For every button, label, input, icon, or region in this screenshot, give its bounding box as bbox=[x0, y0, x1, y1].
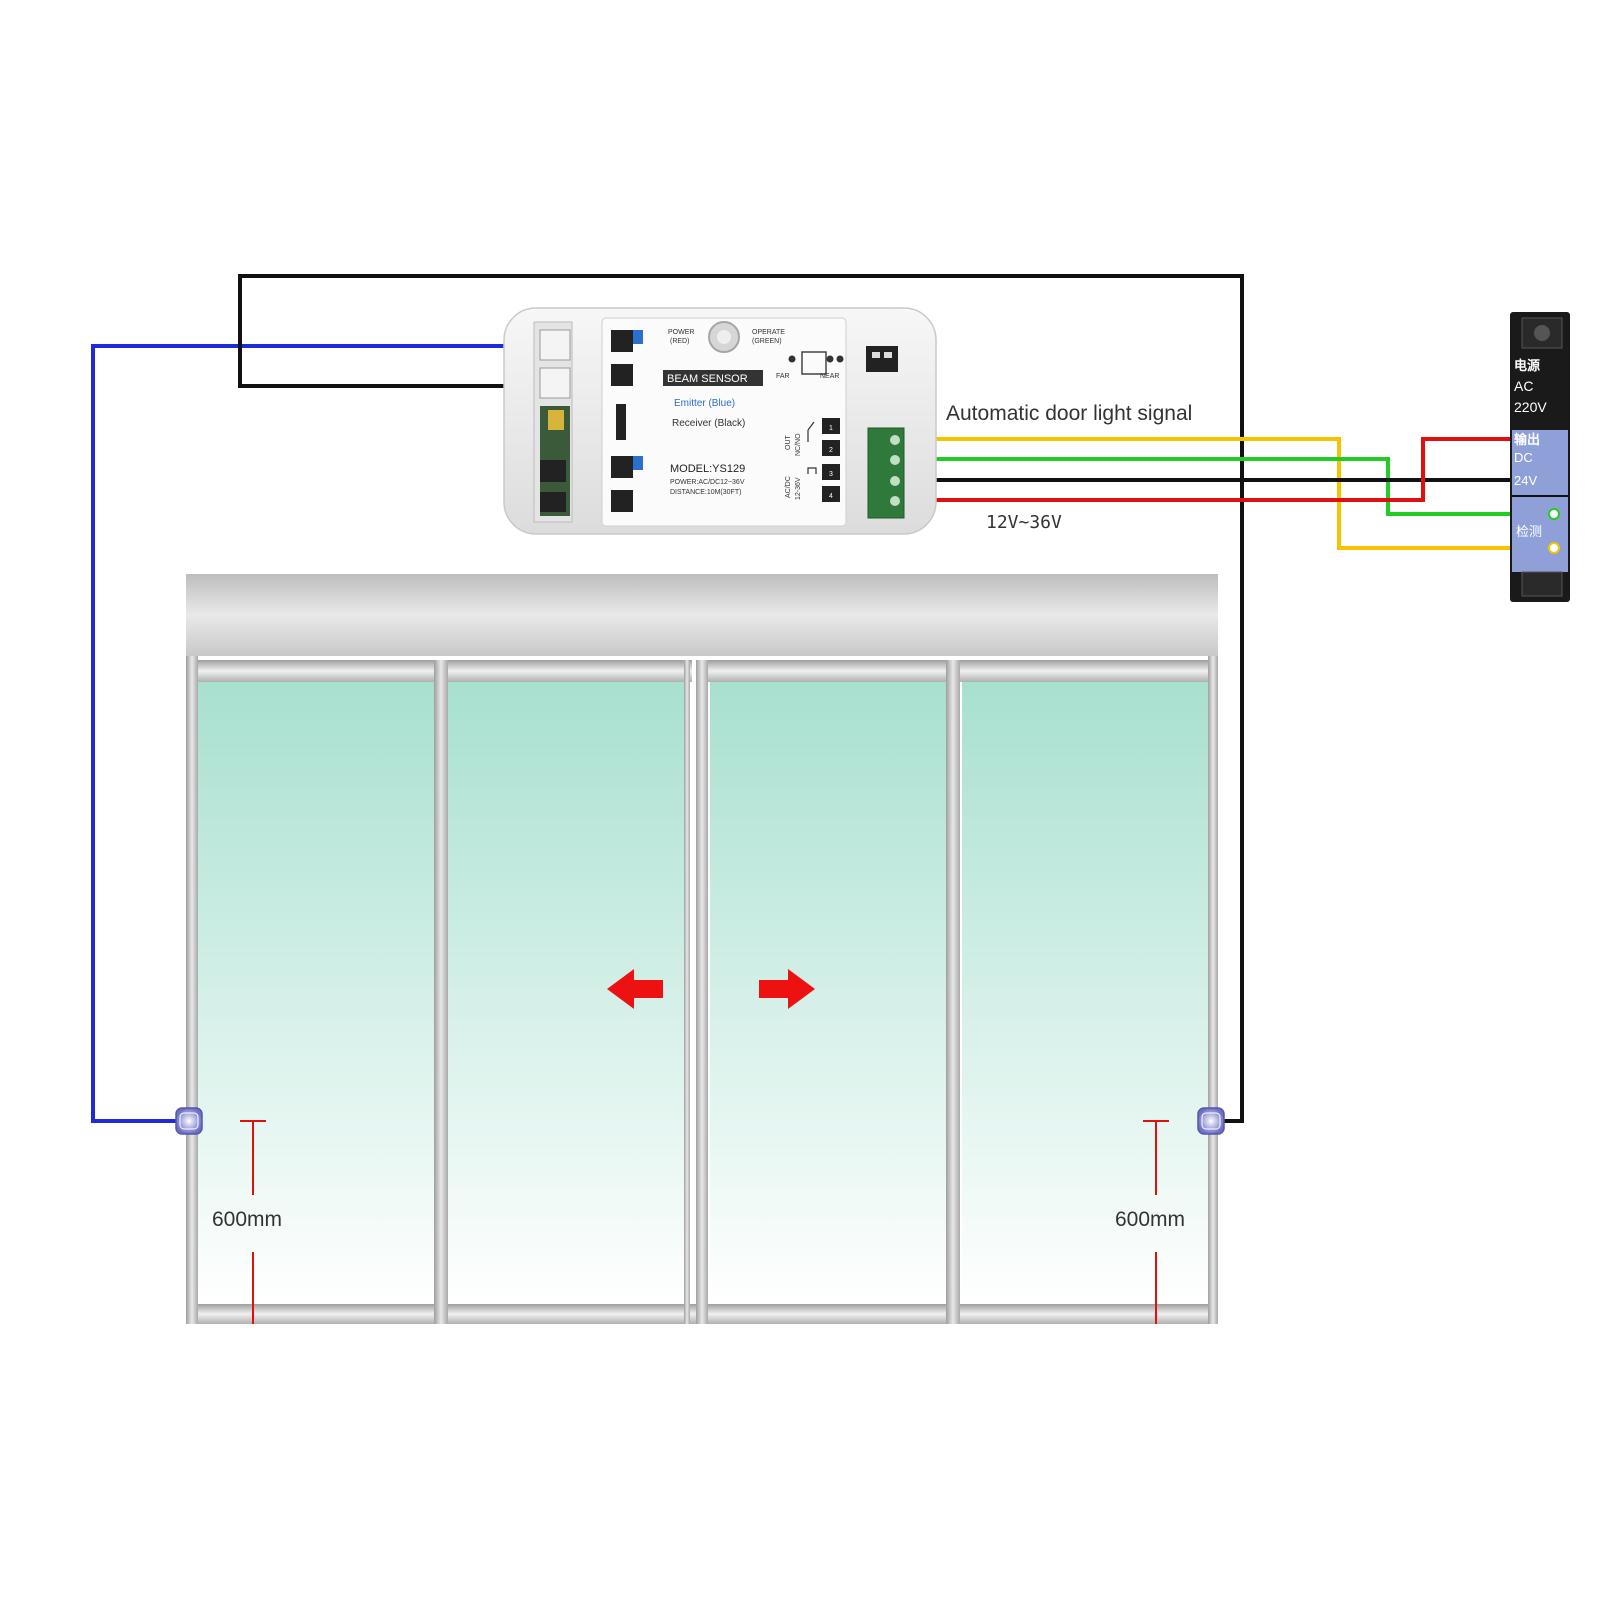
door-rail-top-3 bbox=[700, 660, 956, 682]
door-post-2 bbox=[684, 660, 690, 1324]
signal-label: Automatic door light signal bbox=[946, 402, 1193, 425]
door-header bbox=[186, 574, 1218, 656]
model-label: MODEL:YS129 bbox=[670, 463, 745, 475]
psu-line-6: 24V bbox=[1514, 473, 1537, 488]
psu-line-7: 检测 bbox=[1516, 524, 1542, 539]
operate-label: OPERATE bbox=[752, 329, 785, 336]
beam-sensor-controller bbox=[503, 307, 937, 535]
door-post-right bbox=[1208, 656, 1218, 1324]
psu-line-1: 电源 bbox=[1514, 358, 1540, 373]
terminal-2-label: 2 bbox=[829, 447, 833, 454]
ac-dc-label: AC/DC bbox=[785, 476, 792, 498]
red-wire bbox=[904, 437, 1556, 502]
left-arrow-icon bbox=[607, 969, 663, 1009]
v-label: 12-36V bbox=[795, 477, 802, 500]
terminal-1-label: 1 bbox=[829, 425, 833, 432]
receiver-sensor-icon bbox=[1197, 1107, 1225, 1135]
psu-line-4: 输出 bbox=[1514, 432, 1540, 447]
emitter-label: Emitter (Blue) bbox=[674, 398, 735, 409]
power-label: POWER bbox=[668, 329, 694, 336]
psu-line-2: AC bbox=[1514, 378, 1533, 394]
door-panel-4 bbox=[962, 682, 1208, 1304]
brand-label: BEAM SENSOR bbox=[667, 373, 748, 385]
door-panel-3 bbox=[710, 682, 946, 1304]
terminal-4-label: 4 bbox=[829, 493, 833, 500]
power-sub-label: (RED) bbox=[670, 338, 689, 345]
distance-spec-label: DISTANCE:10M(30FT) bbox=[670, 489, 741, 496]
door-rail-top-2 bbox=[442, 660, 692, 682]
emitter-connector bbox=[539, 329, 571, 361]
terminal-3-label: 3 bbox=[829, 471, 833, 478]
green-wire bbox=[904, 457, 1556, 516]
door-post-left bbox=[186, 656, 198, 1324]
height-marker-left bbox=[240, 1120, 266, 1324]
receiver-label: Receiver (Black) bbox=[672, 418, 745, 429]
power-spec-label: POWER:AC/DC12~36V bbox=[670, 479, 745, 486]
operate-sub-label: (GREEN) bbox=[752, 338, 782, 345]
yellow-wire bbox=[904, 437, 1556, 550]
door-panel-1 bbox=[198, 682, 434, 1304]
out-label: OUT bbox=[785, 435, 792, 451]
emitter-sensor-icon bbox=[175, 1107, 203, 1135]
black-wire-loop bbox=[238, 274, 1244, 1123]
door-post-3 bbox=[696, 660, 708, 1324]
sliding-door bbox=[186, 574, 1218, 1324]
power-supply-module bbox=[1510, 312, 1570, 602]
receiver-connector bbox=[539, 367, 571, 399]
door-rail-top-4 bbox=[960, 660, 1216, 682]
door-rail-top-1 bbox=[188, 660, 438, 682]
voltage-label: 12V~36V bbox=[986, 512, 1062, 533]
far-label: FAR bbox=[776, 373, 790, 380]
psu-line-5: DC bbox=[1514, 450, 1533, 465]
left-height-label: 600mm bbox=[212, 1208, 283, 1231]
right-height-label: 600mm bbox=[1115, 1208, 1186, 1231]
height-marker-right bbox=[1143, 1120, 1169, 1324]
blue-wire bbox=[91, 344, 544, 1123]
nc-no-label: NC/NO bbox=[795, 433, 802, 456]
door-post-1 bbox=[434, 660, 448, 1324]
near-label: NEAR bbox=[820, 373, 839, 380]
psu-line-3: 220V bbox=[1514, 399, 1547, 415]
door-post-4 bbox=[946, 660, 960, 1324]
right-arrow-icon bbox=[759, 969, 815, 1009]
